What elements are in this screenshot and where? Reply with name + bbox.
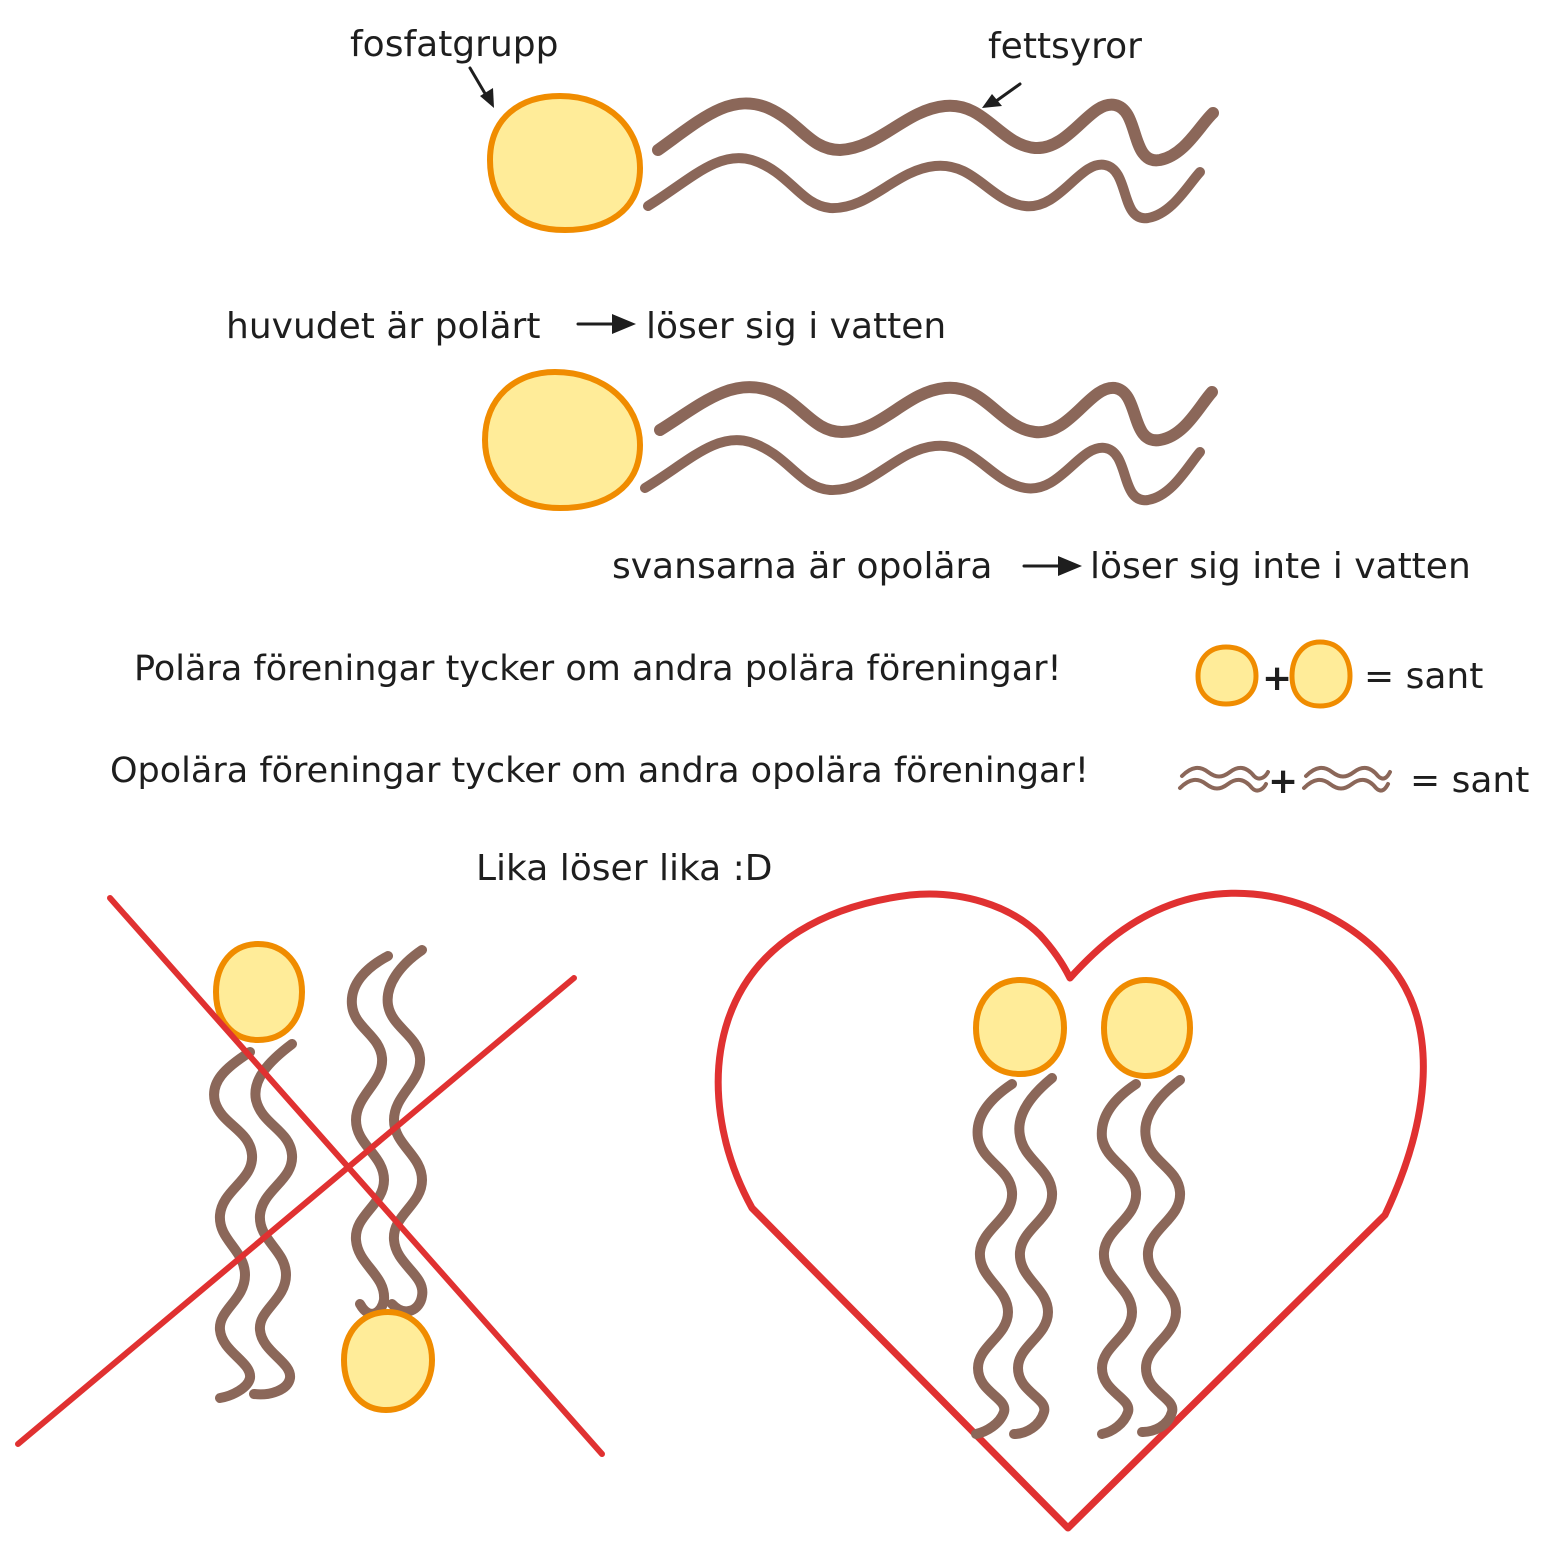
fatty-acid-tail-right-1 bbox=[971, 1079, 1017, 1439]
polar-head-small-2 bbox=[1289, 639, 1353, 709]
label-tails-nonpolar: svansarna är opolära bbox=[612, 546, 992, 587]
fatty-acid-tail-left-1 bbox=[209, 1047, 257, 1403]
label-fatty-acids: fettsyror bbox=[988, 26, 1142, 67]
fatty-acid-tail-left-4 bbox=[382, 945, 428, 1317]
phosphate-head-right-1 bbox=[973, 977, 1067, 1077]
heart-shape bbox=[714, 889, 1427, 1532]
arrow-right-head-1 bbox=[612, 314, 636, 334]
label-tails-nonpolar-result: löser sig inte i vatten bbox=[1090, 546, 1471, 587]
phosphate-head-left-bottom bbox=[341, 1309, 435, 1413]
phospholipid-middle bbox=[482, 369, 1218, 511]
label-polar-equals: = sant bbox=[1364, 656, 1483, 697]
wrong-arrangement bbox=[15, 895, 605, 1457]
label-like-dissolves-like: Lika löser lika :D bbox=[476, 848, 773, 889]
phosphate-head-right-2 bbox=[1101, 977, 1193, 1079]
phosphate-head-middle bbox=[482, 369, 643, 511]
cross-line-1 bbox=[107, 895, 605, 1457]
label-phosphate-group: fosfatgrupp bbox=[350, 24, 558, 65]
nonpolar-tail-small-1 bbox=[1178, 765, 1270, 793]
fatty-acid-tail-right-4 bbox=[1137, 1075, 1185, 1437]
fatty-acid-tail-top-2 bbox=[643, 153, 1205, 224]
label-head-polar-result: löser sig i vatten bbox=[646, 306, 946, 347]
arrow-head-phosphate bbox=[480, 88, 494, 108]
label-nonpolar-equals: = sant bbox=[1410, 760, 1529, 801]
label-plus-polar: + bbox=[1262, 658, 1292, 699]
fatty-acid-tail-middle-1 bbox=[654, 381, 1218, 447]
label-head-polar: huvudet är polärt bbox=[226, 306, 540, 347]
nonpolar-tail-small-2 bbox=[1302, 765, 1392, 793]
phosphate-head-top bbox=[487, 93, 643, 233]
label-plus-nonpolar: + bbox=[1268, 761, 1298, 802]
phosphate-head-left-top bbox=[213, 941, 305, 1043]
fatty-acid-tail-top-1 bbox=[652, 97, 1219, 167]
arrow-head-fatty-acids bbox=[982, 94, 1002, 108]
fatty-acid-tail-middle-2 bbox=[640, 435, 1205, 506]
arrow-right-head-2 bbox=[1058, 556, 1082, 576]
fatty-acid-tail-right-3 bbox=[1096, 1079, 1141, 1439]
polar-head-small-1 bbox=[1195, 644, 1259, 707]
label-polar-rule: Polära föreningar tycker om andra polära… bbox=[134, 649, 1062, 689]
correct-arrangement bbox=[714, 889, 1427, 1532]
cross-line-2 bbox=[15, 975, 577, 1447]
fatty-acid-tail-left-2 bbox=[249, 1039, 297, 1400]
phospholipid-top bbox=[487, 93, 1219, 233]
label-nonpolar-rule: Opolära föreningar tycker om andra opolä… bbox=[110, 751, 1089, 791]
fatty-acid-tail-right-2 bbox=[1009, 1073, 1057, 1439]
